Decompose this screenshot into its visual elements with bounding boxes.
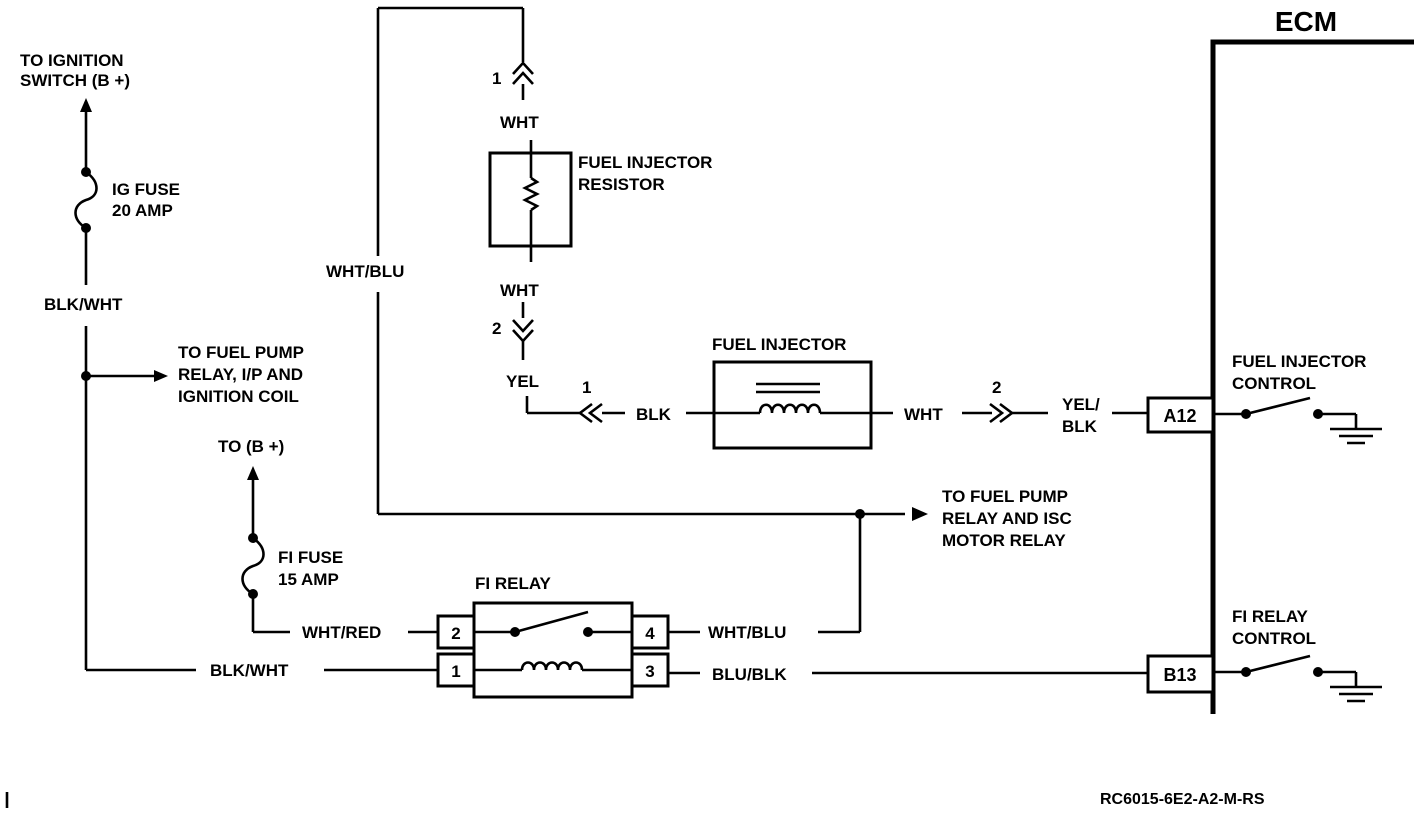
relay-pin-3-label: 3 bbox=[645, 662, 654, 681]
connector-chevron-down-icon bbox=[512, 319, 534, 343]
ig-fuse-label-2: 20 AMP bbox=[112, 201, 173, 220]
fi-fuse-branch: TO (B +) FI FUSE 15 AMP WHT/RED bbox=[218, 437, 438, 642]
ignition-supply-branch: TO IGNITION SWITCH (B +) IG FUSE 20 AMP … bbox=[20, 51, 304, 672]
injector-left-connector-number: 1 bbox=[582, 378, 591, 397]
blk-label: BLK bbox=[636, 405, 672, 424]
fi-relay: FI RELAY 2 1 4 3 bbox=[436, 574, 670, 699]
arrow-up-icon bbox=[247, 466, 259, 480]
ecm-pin-b13-label: B13 bbox=[1163, 665, 1196, 685]
ig-fuse-label-1: IG FUSE bbox=[112, 180, 180, 199]
ecm-boundary bbox=[1210, 39, 1414, 714]
blu-blk-label: BLU/BLK bbox=[712, 665, 787, 684]
wht-right-label: WHT bbox=[904, 405, 943, 424]
fi-fuse-icon bbox=[241, 536, 265, 596]
relay-pin-4-label: 4 bbox=[645, 624, 655, 643]
ecm-block: ECM bbox=[1210, 6, 1414, 714]
connector-chevron-up-icon bbox=[512, 61, 534, 85]
ground-icon bbox=[1330, 685, 1382, 703]
resistor-zigzag-icon bbox=[522, 176, 540, 212]
blk-wht-vertical-label: BLK/WHT bbox=[44, 295, 123, 314]
fuel-injector-label: FUEL INJECTOR bbox=[712, 335, 846, 354]
to-fuel-pump-relay-ip-label-2: RELAY, I/P AND bbox=[178, 365, 303, 384]
wht-top-label: WHT bbox=[500, 113, 539, 132]
fuel-injector-resistor-column: 1 WHT FUEL INJECTOR RESISTOR WHT 2 YEL bbox=[488, 61, 712, 415]
blk-wht-bottom-label: BLK/WHT bbox=[210, 661, 289, 680]
ecm-pin-a12-label: A12 bbox=[1163, 406, 1196, 426]
fi-relay-box bbox=[472, 601, 634, 699]
to-fuel-pump-relay-isc-label-3: MOTOR RELAY bbox=[942, 531, 1066, 550]
switch-icon bbox=[1245, 396, 1311, 416]
fi-relay-control-circuit: B13 FI RELAY CONTROL bbox=[1146, 607, 1382, 703]
fi-relay-label: FI RELAY bbox=[475, 574, 552, 593]
fuel-injector-resistor-label-2: RESISTOR bbox=[578, 175, 665, 194]
relay-coil-icon bbox=[520, 661, 584, 671]
arrow-right-icon bbox=[912, 507, 928, 521]
ecm-title: ECM bbox=[1275, 6, 1337, 37]
fuel-injector-control-label-1: FUEL INJECTOR bbox=[1232, 352, 1366, 371]
arrow-up-icon bbox=[80, 98, 92, 112]
wht-blu-left-label: WHT/BLU bbox=[326, 262, 404, 281]
relay-wiring: BLK/WHT WHT/BLU BLU/BLK bbox=[210, 623, 1148, 684]
figure-code: RC6015-6E2-A2-M-RS bbox=[1100, 791, 1265, 808]
to-ignition-switch-label-2: SWITCH (B +) bbox=[20, 71, 130, 90]
arrow-right-icon bbox=[154, 370, 168, 382]
to-b-plus-label: TO (B +) bbox=[218, 437, 284, 456]
yel-blk-label-2: BLK bbox=[1062, 417, 1098, 436]
fi-relay-control-label-2: CONTROL bbox=[1232, 629, 1316, 648]
to-fuel-pump-relay-isc-label-1: TO FUEL PUMP bbox=[942, 487, 1068, 506]
resistor-top-connector-number: 1 bbox=[492, 69, 501, 88]
switch-icon bbox=[1245, 654, 1311, 674]
fuel-injector-control-circuit: A12 FUEL INJECTOR CONTROL bbox=[1146, 352, 1382, 445]
fi-relay-control-label-1: FI RELAY bbox=[1232, 607, 1309, 626]
fuel-injector-control-label-2: CONTROL bbox=[1232, 374, 1316, 393]
to-ignition-switch-label-1: TO IGNITION bbox=[20, 51, 124, 70]
fuel-injector-resistor-label-1: FUEL INJECTOR bbox=[578, 153, 712, 172]
relay-switch-icon bbox=[514, 610, 589, 634]
injector-right-connector-number: 2 bbox=[992, 378, 1001, 397]
resistor-bottom-connector-number: 2 bbox=[492, 319, 501, 338]
wht-bottom-label: WHT bbox=[500, 281, 539, 300]
injector-coil-icon bbox=[758, 403, 822, 414]
relay-pin-2-label: 2 bbox=[451, 624, 460, 643]
fi-fuse-label-2: 15 AMP bbox=[278, 570, 339, 589]
wht-blu-loop: WHT/BLU TO FUEL PUMP RELAY AND ISC MOTOR… bbox=[326, 6, 1072, 632]
wht-blu-relay-label: WHT/BLU bbox=[708, 623, 786, 642]
to-fuel-pump-relay-isc-label-2: RELAY AND ISC bbox=[942, 509, 1072, 528]
fuel-injector-row: 1 BLK FUEL INJECTOR WHT 2 YEL/ BLK bbox=[577, 335, 1148, 450]
yel-label: YEL bbox=[506, 372, 539, 391]
fi-fuse-label-1: FI FUSE bbox=[278, 548, 343, 567]
ground-icon bbox=[1330, 427, 1382, 445]
to-fuel-pump-relay-ip-label-1: TO FUEL PUMP bbox=[178, 343, 304, 362]
ecm-pin-b13 bbox=[1146, 654, 1215, 694]
yel-blk-label-1: YEL/ bbox=[1062, 395, 1100, 414]
to-fuel-pump-relay-ip-label-3: IGNITION COIL bbox=[178, 387, 299, 406]
wht-red-label: WHT/RED bbox=[302, 623, 381, 642]
relay-pin-1-label: 1 bbox=[451, 662, 460, 681]
connector-chevron-right-icon bbox=[989, 402, 1015, 424]
ig-fuse-icon bbox=[74, 170, 98, 230]
relay-pin-4 bbox=[630, 614, 670, 650]
connector-chevron-left-icon bbox=[577, 402, 603, 424]
